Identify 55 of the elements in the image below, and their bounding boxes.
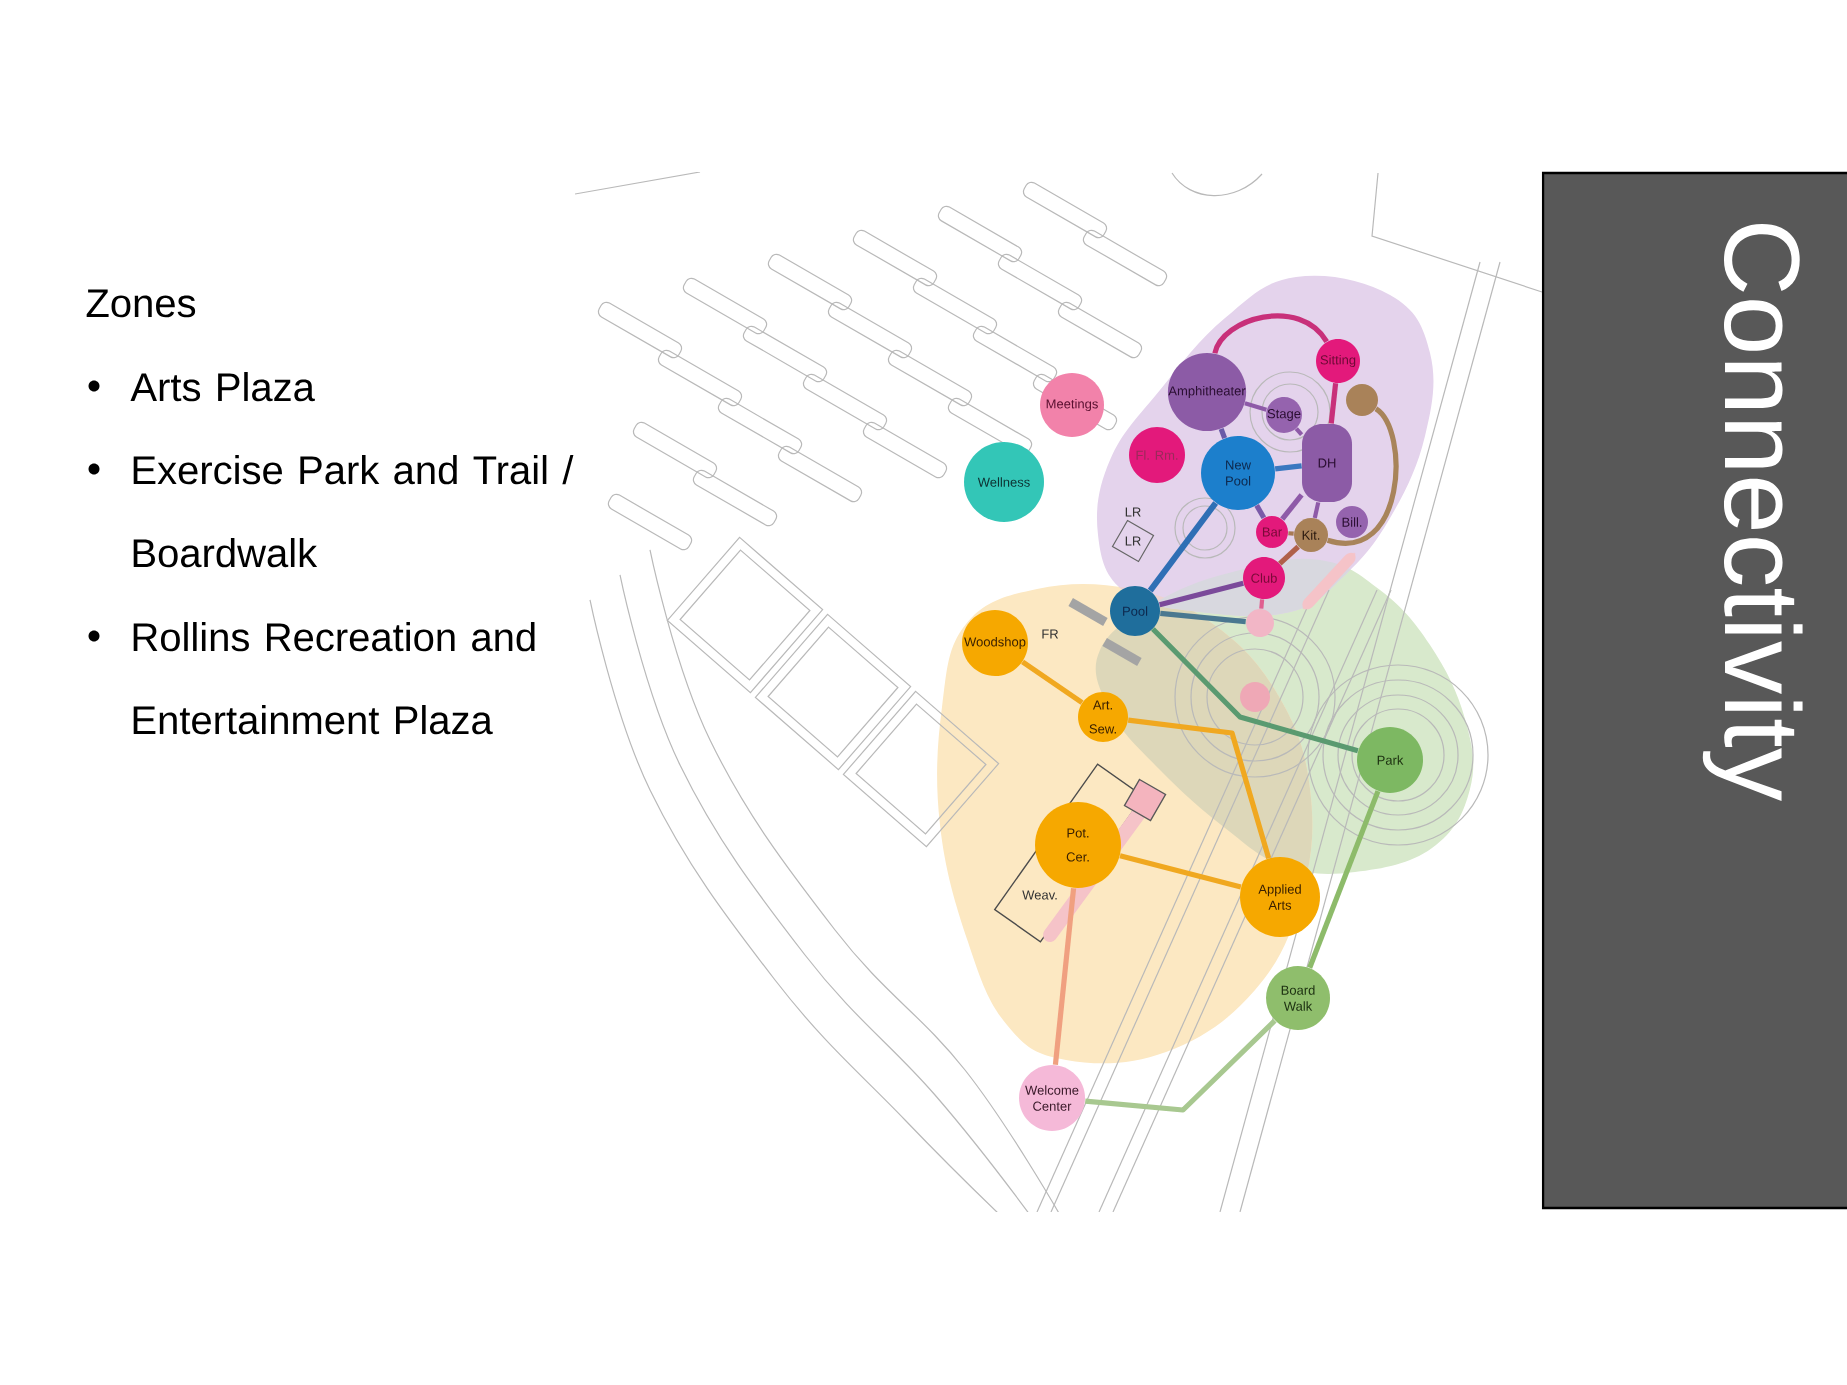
- connector-line: [1151, 627, 1359, 754]
- connector-line: [1085, 1018, 1277, 1113]
- circle-node: New Pool: [1201, 436, 1275, 510]
- circle-node: Fl. Rm.: [1129, 427, 1185, 483]
- connector-line: [1244, 401, 1267, 412]
- circle-node: Pool: [1110, 586, 1160, 636]
- heading: Zones: [86, 289, 196, 318]
- connector-line: [1327, 406, 1399, 546]
- connector-line: [1021, 659, 1084, 705]
- empty-circle: [1240, 682, 1270, 712]
- circle-node: Art. Sew.: [1078, 692, 1128, 742]
- circle-node: Bar: [1256, 516, 1288, 548]
- circle-node: Amphitheater: [1167, 352, 1247, 432]
- connector-line: [1254, 504, 1267, 520]
- connector-line: [1127, 717, 1272, 859]
- connector-line: [1294, 427, 1304, 437]
- connector-line: [1218, 428, 1228, 439]
- room-label: LR: [1125, 507, 1141, 517]
- circle-node: Meetings: [1040, 373, 1104, 437]
- connector-line: [1280, 493, 1304, 521]
- circle-node: Wellness: [964, 442, 1044, 522]
- circle-node: Club: [1243, 557, 1285, 599]
- circle-node: Kit.: [1294, 518, 1328, 552]
- connector-line: [1278, 544, 1300, 566]
- connector-line: [1212, 313, 1329, 355]
- list-item: Exercise Park and Trail / Boardwalk: [133, 455, 574, 568]
- title-banner: Connectivity: [1541, 171, 1847, 1210]
- connector-line: [1158, 580, 1244, 608]
- connector-line: [1259, 599, 1265, 609]
- circle-node: Pot. Cer.: [1035, 802, 1121, 888]
- empty-circle: [1346, 384, 1378, 416]
- connector-line: [1307, 790, 1381, 969]
- list-item: Arts Plaza: [130, 372, 315, 402]
- connector-line: [1328, 383, 1339, 424]
- room-label: Weav.: [1022, 890, 1057, 900]
- connector-line: [1052, 887, 1077, 1066]
- connector-line: [1274, 463, 1302, 472]
- circle-node: Welcome Center: [1019, 1065, 1085, 1131]
- connector-line: [1312, 501, 1321, 519]
- circle-node: Bill.: [1336, 506, 1368, 538]
- connector-line: [1147, 501, 1219, 593]
- connector-line: [1119, 853, 1242, 890]
- circle-node: Park: [1357, 727, 1423, 793]
- circle-node: Stage: [1266, 397, 1302, 433]
- connector-line: [1160, 610, 1246, 625]
- rounded-node: DH: [1302, 424, 1352, 502]
- circle-node: Applied Arts: [1240, 857, 1320, 937]
- room-label: FR: [1042, 629, 1059, 639]
- list-item: Rollins Recreation and Entertainment Plaza: [133, 622, 535, 735]
- room-label: LR: [1125, 536, 1141, 546]
- circle-node: Sitting: [1316, 339, 1360, 383]
- connector-line: [1288, 531, 1294, 536]
- circle-node: Woodshop: [962, 610, 1028, 676]
- empty-circle: [1246, 609, 1274, 637]
- circle-node: Board Walk: [1266, 966, 1330, 1030]
